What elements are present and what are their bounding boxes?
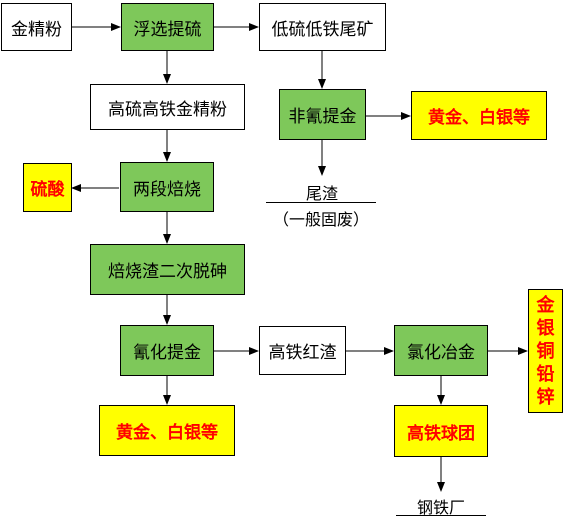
dearsenic-label: 焙烧渣二次脱砷 — [108, 262, 227, 282]
gold-concentrate-node: 金精粉 — [1, 3, 72, 51]
gold-concentrate-label: 金精粉 — [11, 19, 62, 40]
two-stage-roasting-label: 两段焙烧 — [133, 179, 201, 200]
non-cyanide-gold-label: 非氰提金 — [288, 107, 357, 127]
high-iron-pellets-node: 高铁球团 — [394, 405, 488, 457]
steel-plant-label: 钢铁厂 — [416, 498, 465, 517]
high-sulfur-iron-concentrate-label: 高硫高铁金精粉 — [108, 99, 227, 120]
cyanide-gold-label: 氰化提金 — [133, 343, 201, 363]
metals-output: 金 银 铜 铅 锌 — [528, 289, 563, 413]
cyanide-gold-node: 氰化提金 — [120, 325, 214, 376]
two-stage-roasting-node: 两段焙烧 — [120, 162, 214, 212]
non-cyanide-gold-node: 非氰提金 — [279, 89, 366, 140]
tailings-divider — [266, 202, 376, 203]
flotation-node: 浮选提硫 — [121, 3, 214, 51]
gold-silver-output-2-label: 黄金、白银等 — [116, 423, 218, 443]
general-solid-waste-label: （一般固废） — [272, 210, 369, 229]
flotation-label: 浮选提硫 — [133, 19, 202, 40]
steel-plant-divider — [396, 515, 486, 516]
low-sulfur-iron-tailings-label: 低硫低铁尾矿 — [271, 19, 374, 40]
sulfuric-acid-output: 硫酸 — [23, 163, 72, 212]
gold-silver-output-2: 黄金、白银等 — [99, 405, 235, 456]
metal-silver: 银 — [536, 317, 555, 339]
high-iron-pellets-label: 高铁球团 — [407, 423, 475, 444]
high-sulfur-iron-concentrate-node: 高硫高铁金精粉 — [90, 84, 245, 130]
metal-zinc: 锌 — [536, 386, 555, 408]
gold-silver-output-1-label: 黄金、白银等 — [428, 108, 530, 128]
sulfuric-acid-label: 硫酸 — [30, 180, 65, 200]
metal-lead: 铅 — [536, 363, 555, 385]
metal-gold: 金 — [536, 294, 555, 316]
low-sulfur-iron-tailings-node: 低硫低铁尾矿 — [259, 3, 386, 51]
dearsenic-node: 焙烧渣二次脱砷 — [90, 244, 245, 295]
high-iron-red-slag-label: 高铁红渣 — [268, 343, 337, 363]
chlorination-metallurgy-node: 氯化冶金 — [394, 325, 488, 376]
metal-copper: 铜 — [536, 340, 555, 362]
high-iron-red-slag-node: 高铁红渣 — [259, 326, 346, 375]
chlorination-metallurgy-label: 氯化冶金 — [407, 343, 475, 363]
tailings-residue-label: 尾渣 — [305, 184, 338, 203]
gold-silver-output-1: 黄金、白银等 — [411, 91, 547, 140]
